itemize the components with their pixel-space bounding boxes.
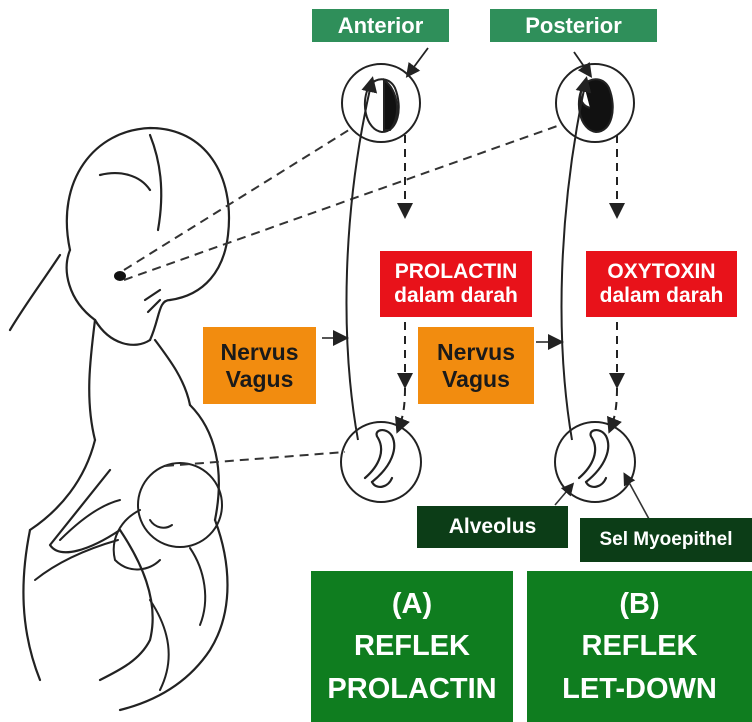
baby-figure	[35, 463, 222, 690]
panel-a-letter: (A)	[392, 583, 432, 625]
alveolus-label: Alveolus	[417, 506, 568, 548]
panel-a-prolactin-reflex: (A) REFLEK PROLACTIN	[311, 571, 513, 722]
oxytoxin-in-blood-label: OXYTOXIN dalam darah	[586, 251, 737, 317]
panel-a-line2: PROLACTIN	[327, 668, 496, 710]
panel-b-letdown-reflex: (B) REFLEK LET-DOWN	[527, 571, 752, 722]
mother-figure	[10, 128, 229, 710]
panel-b-line2: LET-DOWN	[562, 668, 717, 710]
panel-b-letter: (B)	[619, 583, 659, 625]
prolactin-in-blood-label: PROLACTIN dalam darah	[380, 251, 532, 317]
panel-b-line1: REFLEK	[582, 625, 698, 667]
nervus-vagus-label-b: Nervus Vagus	[418, 327, 534, 404]
alveolus-circle-a-icon	[341, 422, 421, 502]
nervus-vagus-label-a: Nervus Vagus	[203, 327, 316, 404]
anterior-label: Anterior	[312, 9, 449, 42]
panel-a-line1: REFLEK	[354, 625, 470, 667]
myoepithel-label: Sel Myoepithel	[580, 518, 752, 562]
posterior-label: Posterior	[490, 9, 657, 42]
